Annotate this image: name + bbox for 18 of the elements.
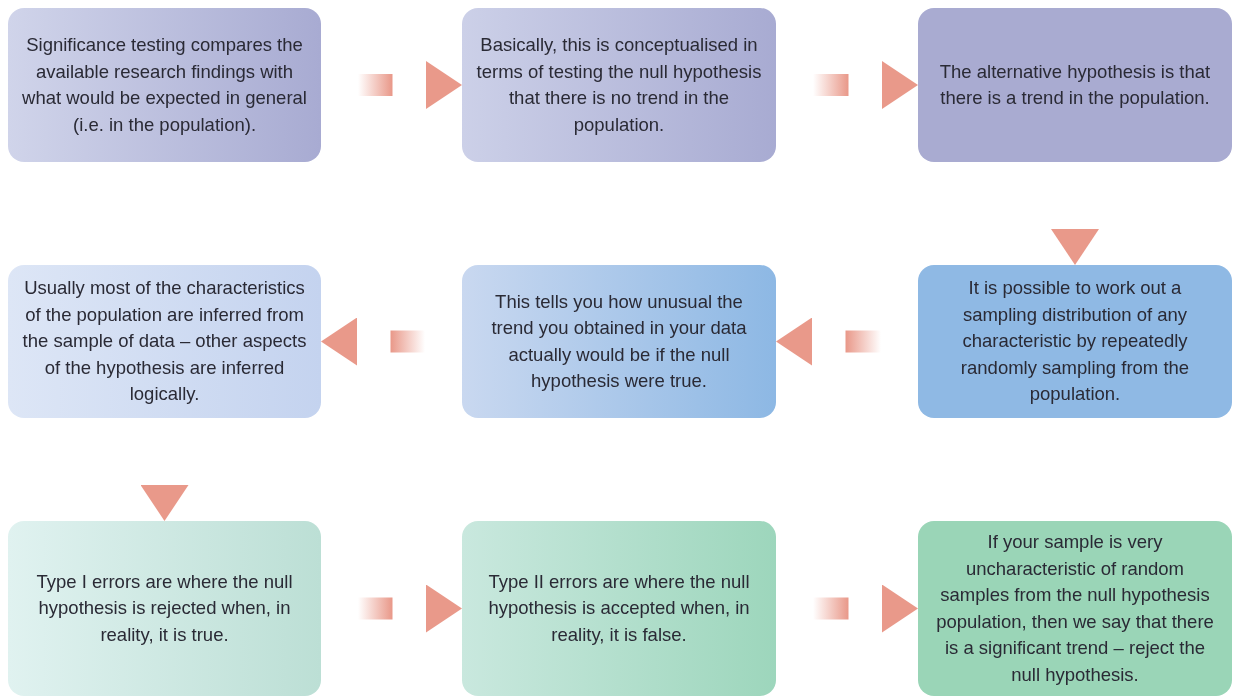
process-box	[8, 265, 321, 418]
box-text: If your sample is very uncharacteristic of random samples from the null hypothesis population, then we say that there is a significant trend – reject the null hypothesis.	[935, 530, 1215, 687]
box-text: Significance testing compares the available research findings with what would be expected in general (i.e. in the population).	[21, 33, 308, 137]
process-box	[918, 8, 1232, 162]
process-box	[8, 8, 321, 162]
box-text: The alternative hypothesis is that there is a trend in the population.	[938, 59, 1212, 110]
box-text: Basically, this is conceptualised in terms of testing the null hypothesis that there is no trend in the population.	[475, 33, 763, 137]
process-box	[462, 265, 776, 418]
box-text: It is possible to work out a sampling distribution of any characteristic by repeatedly randomly sampling from the population.	[959, 276, 1191, 407]
process-box	[918, 265, 1232, 418]
box-text: Type II errors are where the null hypothesis is accepted when, in reality, it is false.	[487, 569, 751, 647]
box-text: This tells you how unusual the trend you obtained in your data actually would be if the null hypothesis were true.	[490, 289, 748, 393]
box-text: Usually most of the characteristics of the population are inferred from the sample of data – other aspects of the hypothesis are inferred logically.	[21, 276, 308, 407]
process-box	[462, 521, 776, 696]
process-box	[462, 8, 776, 162]
process-box	[918, 521, 1232, 696]
process-box	[8, 521, 321, 696]
box-text: Type I errors are where the null hypothesis is rejected when, in reality, it is true.	[35, 569, 294, 647]
